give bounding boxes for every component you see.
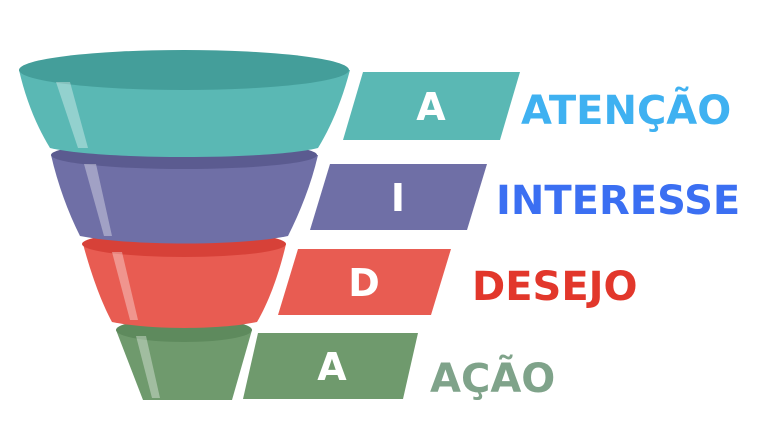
stage-letter-desejo: D xyxy=(348,261,380,305)
stage-block-atencao xyxy=(343,72,520,140)
funnel-rim-atencao xyxy=(19,50,349,90)
stage-label-acao: AÇÃO xyxy=(430,353,555,402)
funnel-segment-desejo xyxy=(83,244,286,328)
funnel-highlight-atencao xyxy=(56,82,88,148)
funnel-stage-desejo: D DESEJO xyxy=(82,231,638,328)
stage-label-atencao: ATENÇÃO xyxy=(521,85,731,134)
funnel-stage-atencao: A ATENÇÃO xyxy=(19,50,731,157)
stage-letter-interesse: I xyxy=(391,176,405,220)
funnel-highlight-acao xyxy=(136,336,160,398)
funnel-segment-atencao xyxy=(19,70,350,157)
stage-label-desejo: DESEJO xyxy=(472,264,638,310)
funnel-highlight-desejo xyxy=(112,252,138,320)
funnel-highlight-interesse xyxy=(84,164,112,236)
stage-block-desejo xyxy=(278,249,451,315)
stage-block-interesse xyxy=(310,164,487,230)
funnel-stage-acao: A AÇÃO xyxy=(116,318,555,402)
funnel-segment-interesse xyxy=(51,155,318,244)
funnel-segment-acao xyxy=(116,330,252,400)
stage-letter-acao: A xyxy=(317,345,347,389)
stage-label-interesse: INTERESSE xyxy=(496,178,740,224)
stage-block-acao xyxy=(243,333,418,399)
stage-letter-atencao: A xyxy=(416,85,446,129)
